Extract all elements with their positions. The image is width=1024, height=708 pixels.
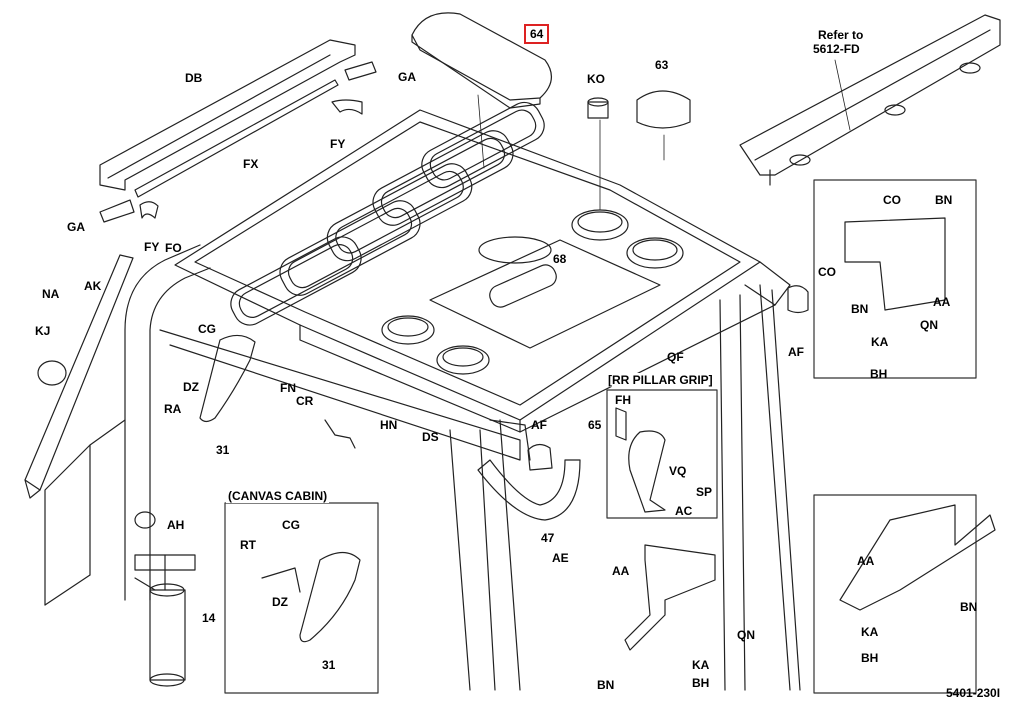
label-DB: DB: [185, 71, 203, 85]
label-AF-2: AF: [788, 345, 804, 359]
fy-clip-2: [139, 201, 159, 219]
label-SP: SP: [696, 485, 713, 499]
label-47: 47: [541, 531, 555, 545]
upper-channel-DB: [99, 39, 356, 198]
part-63-cap: [636, 90, 691, 129]
label-QF: QF: [667, 350, 684, 364]
roof-holes: [381, 209, 684, 375]
inset-canvas-cabin: [224, 502, 379, 694]
label-RA: RA: [164, 402, 182, 416]
label-31-canvas: 31: [322, 658, 336, 672]
label-DS: DS: [422, 430, 439, 444]
label-AA: AA: [933, 295, 951, 309]
label-AE: AE: [552, 551, 569, 565]
inset-title-pillar: [RR PILLAR GRIP]: [606, 373, 715, 387]
label-CG-2: CG: [282, 518, 300, 532]
label-FY-2: FY: [144, 240, 160, 254]
tube-parts: [99, 61, 377, 223]
front-bow: [44, 244, 531, 606]
label-BN-3: BN: [597, 678, 615, 692]
label-FY: FY: [330, 137, 346, 151]
label-FN: FN: [280, 381, 296, 395]
label-68: 68: [553, 252, 567, 266]
label-31: 31: [216, 443, 230, 457]
roof-panel: [174, 109, 791, 433]
label-CG: CG: [198, 322, 216, 336]
label-65: 65: [588, 418, 602, 432]
right-frame-member: [739, 14, 1001, 186]
label-KO: KO: [587, 72, 605, 86]
label-KJ: KJ: [35, 324, 51, 338]
label-AA-2: AA: [612, 564, 630, 578]
label-DZ-2: DZ: [272, 595, 288, 609]
label-AA-3: AA: [857, 554, 875, 568]
label-14: 14: [202, 611, 216, 625]
label-DZ: DZ: [183, 380, 199, 394]
hose-ds: [324, 419, 356, 449]
label-GA-2: GA: [67, 220, 85, 234]
grip-31: [199, 334, 256, 423]
label-AK: AK: [84, 279, 102, 293]
refer-note-line2: 5612-FD: [813, 42, 860, 56]
roof-ribs: [230, 101, 661, 349]
label-BN: BN: [935, 193, 953, 207]
inset-bracket-lower: [813, 494, 977, 694]
label-VQ: VQ: [669, 464, 687, 478]
label-NA: NA: [42, 287, 60, 301]
ko-plug: [587, 101, 609, 119]
bracket-aa-mid: [624, 544, 716, 651]
label-FH: FH: [615, 393, 631, 407]
inset-bracket-upper: [813, 179, 977, 379]
label-HN: HN: [380, 418, 398, 432]
label-64-highlighted: 64: [524, 24, 550, 44]
label-KA-2: KA: [692, 658, 710, 672]
label-KA: KA: [871, 335, 889, 349]
label-BH-3: BH: [861, 651, 879, 665]
label-FO: FO: [165, 241, 182, 255]
label-QN: QN: [920, 318, 938, 332]
hose-47: [477, 459, 581, 521]
label-BN-4: BN: [960, 600, 978, 614]
part-68-seal: [478, 236, 552, 264]
label-AH: AH: [167, 518, 185, 532]
label-AC: AC: [675, 504, 693, 518]
label-GA: GA: [398, 70, 416, 84]
label-FX: FX: [243, 157, 259, 171]
label-KA-3: KA: [861, 625, 879, 639]
inset-rr-pillar-grip: [606, 389, 718, 519]
label-AF: AF: [531, 418, 547, 432]
pillars: [449, 284, 801, 691]
inset-title-canvas: (CANVAS CABIN): [226, 489, 330, 503]
label-BH: BH: [870, 367, 888, 381]
label-BN-2: BN: [851, 302, 869, 316]
diagram-code: 5401-230I: [946, 686, 1001, 700]
label-QN-2: QN: [737, 628, 755, 642]
af-cap-right: [787, 285, 809, 314]
af-cap-left: [527, 443, 553, 471]
fy-clip-1: [331, 99, 363, 115]
label-RT: RT: [240, 538, 256, 552]
left-weather-strip: [24, 254, 134, 499]
label-CO: CO: [883, 193, 901, 207]
refer-note-line1: Refer to: [818, 28, 864, 42]
label-CO-2: CO: [818, 265, 836, 279]
label-BH-2: BH: [692, 676, 710, 690]
fire-extinguisher-14: [134, 554, 196, 687]
label-CR: CR: [296, 394, 314, 408]
label-63: 63: [655, 58, 669, 72]
